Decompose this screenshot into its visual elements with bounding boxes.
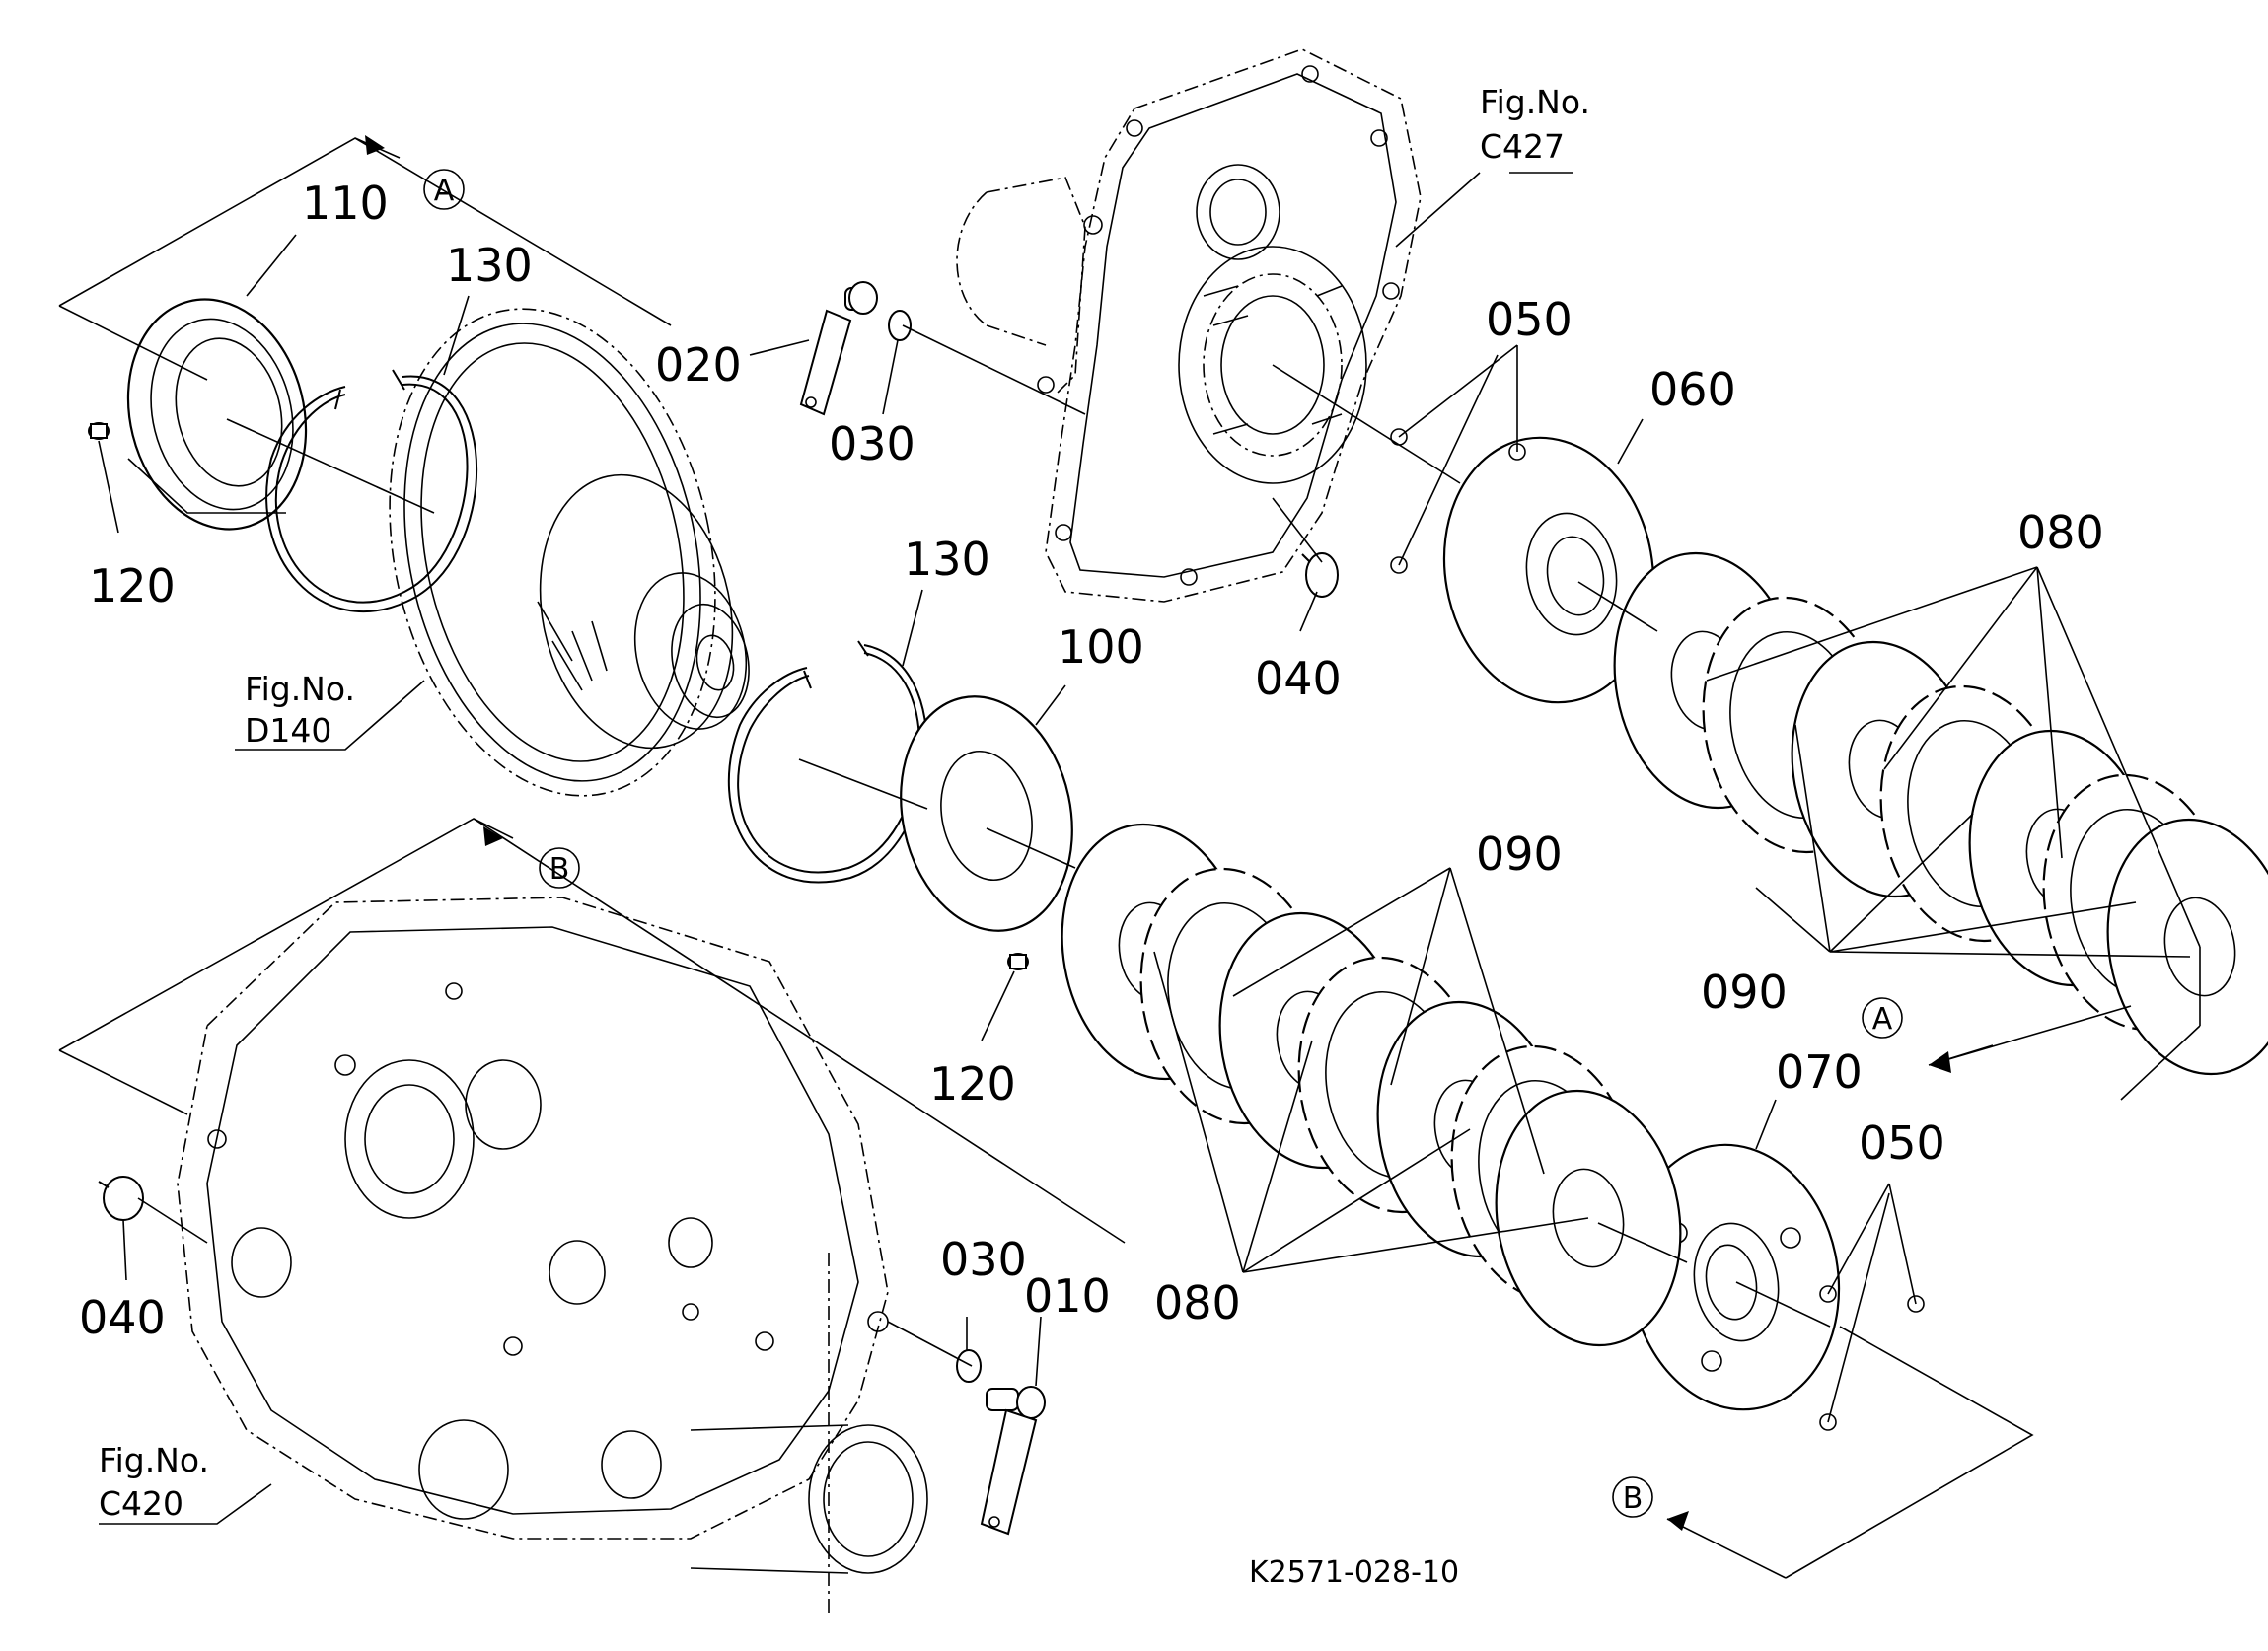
callout-130-top: 130 [446,239,533,292]
part-130-snap-ring-top [265,369,477,613]
lower-housing-c420 [177,897,928,1574]
marker-a-right: A [1862,997,1903,1039]
callout-090-right: 090 [1701,966,1788,1019]
part-040-clip-top [1301,552,1339,598]
upper-housing-c427 [956,48,1422,603]
marker-a-top: A [423,169,465,210]
callout-090-top: 090 [1476,827,1563,881]
callout-010: 010 [1024,1269,1111,1323]
clutch-stack-upper [1613,551,2268,1076]
callout-030-top: 030 [829,417,915,470]
drawing-code: K2571-028-10 [1249,1555,1459,1590]
figure-refs: Fig.No. C427 Fig.No. D140 Fig.No. C420 [99,83,1590,1523]
part-030-oring-top [888,310,912,341]
callout-030-bottom: 030 [940,1233,1027,1286]
part-100-thrust-plate [900,695,1073,932]
callout-050-bottom: 050 [1859,1116,1945,1170]
callout-040-top: 040 [1255,652,1342,705]
differential-gear-d140 [389,308,750,797]
callout-110: 110 [302,177,389,230]
axis-lines [137,324,1831,1617]
marker-b-mid: B [539,847,580,889]
callout-130-mid: 130 [904,533,990,586]
callout-020: 020 [655,338,742,392]
marker-a-top-letter: A [434,174,455,208]
part-040-clip-left [98,1176,144,1221]
fig-c427-line2: C427 [1480,127,1565,166]
marker-b-mid-letter: B [549,852,570,887]
callout-080-bottom: 080 [1154,1276,1241,1329]
callout-120-mid: 120 [929,1057,1016,1111]
callout-040-left: 040 [79,1291,166,1344]
part-120-pin-mid [1007,953,1029,970]
fig-c420-line2: C420 [99,1484,183,1523]
callout-050-top: 050 [1486,293,1573,346]
callout-080-top: 080 [2017,506,2104,559]
fig-c420-line1: Fig.No. [99,1441,209,1479]
fig-d140-line2: D140 [245,711,331,750]
clutch-stack-lower [1061,823,1682,1347]
part-050-balls [1390,428,1925,1431]
arrow-heads [365,135,1951,1531]
callout-070: 070 [1776,1045,1863,1099]
callout-120-top: 120 [89,559,176,612]
part-120-pin-top [88,422,110,440]
part-130-snap-ring-mid [727,640,928,884]
part-110-seal-housing [126,298,308,531]
callouts: 110 130 120 020 030 050 060 080 130 100 … [79,177,2104,1344]
marker-b-bottom-letter: B [1623,1481,1644,1516]
part-060-pressure-plate [1442,436,1655,704]
marker-a-right-letter: A [1872,1002,1893,1037]
callout-100: 100 [1058,620,1144,674]
marker-b-bottom: B [1612,1476,1653,1518]
part-020-lever-shaft [799,281,878,416]
fig-d140-line1: Fig.No. [245,670,355,708]
callout-060: 060 [1649,363,1736,416]
part-010-lever-shaft [980,1386,1046,1536]
fig-c427-line1: Fig.No. [1480,83,1590,121]
part-030-oring-bottom [956,1349,982,1383]
